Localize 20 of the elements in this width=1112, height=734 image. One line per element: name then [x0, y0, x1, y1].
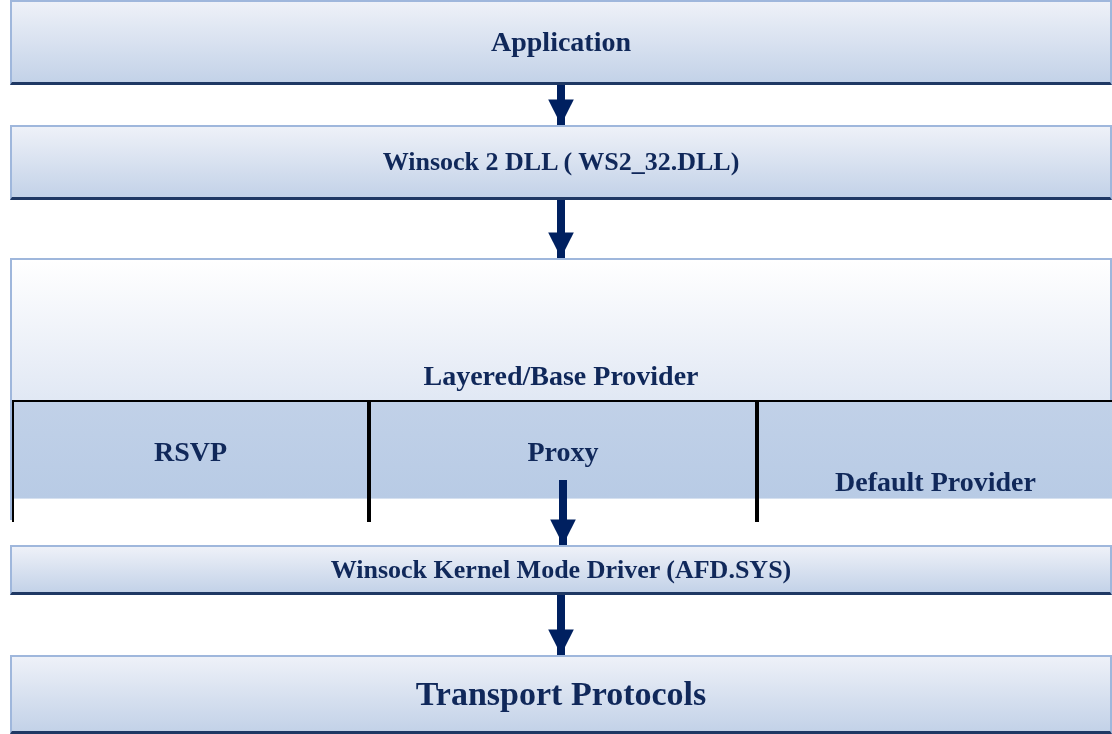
layer-label: RSVP	[153, 436, 228, 468]
layer-band	[10, 258, 1112, 520]
layer-label: Layered/Base Provider	[423, 360, 699, 392]
layer-label: Winsock 2 DLL ( WS2_32.DLL)	[382, 147, 740, 177]
layer-label: Winsock Kernel Mode Driver (AFD.SYS)	[330, 554, 792, 585]
layer-band	[10, 655, 1112, 734]
layer-band	[10, 125, 1112, 200]
provider-cell	[12, 400, 369, 522]
layer-band	[10, 0, 1112, 85]
layer-label: Transport Protocols	[415, 675, 707, 713]
arrow	[548, 595, 574, 655]
layer-label: Application	[491, 26, 631, 58]
layer-label: Proxy	[527, 436, 599, 468]
arrow	[550, 480, 576, 545]
arrow	[548, 85, 574, 125]
arrow	[548, 200, 574, 258]
layer-band	[10, 545, 1112, 595]
provider-cell	[369, 400, 757, 522]
provider-cell	[757, 400, 1112, 522]
layer-label: Default Provider	[835, 466, 1036, 498]
